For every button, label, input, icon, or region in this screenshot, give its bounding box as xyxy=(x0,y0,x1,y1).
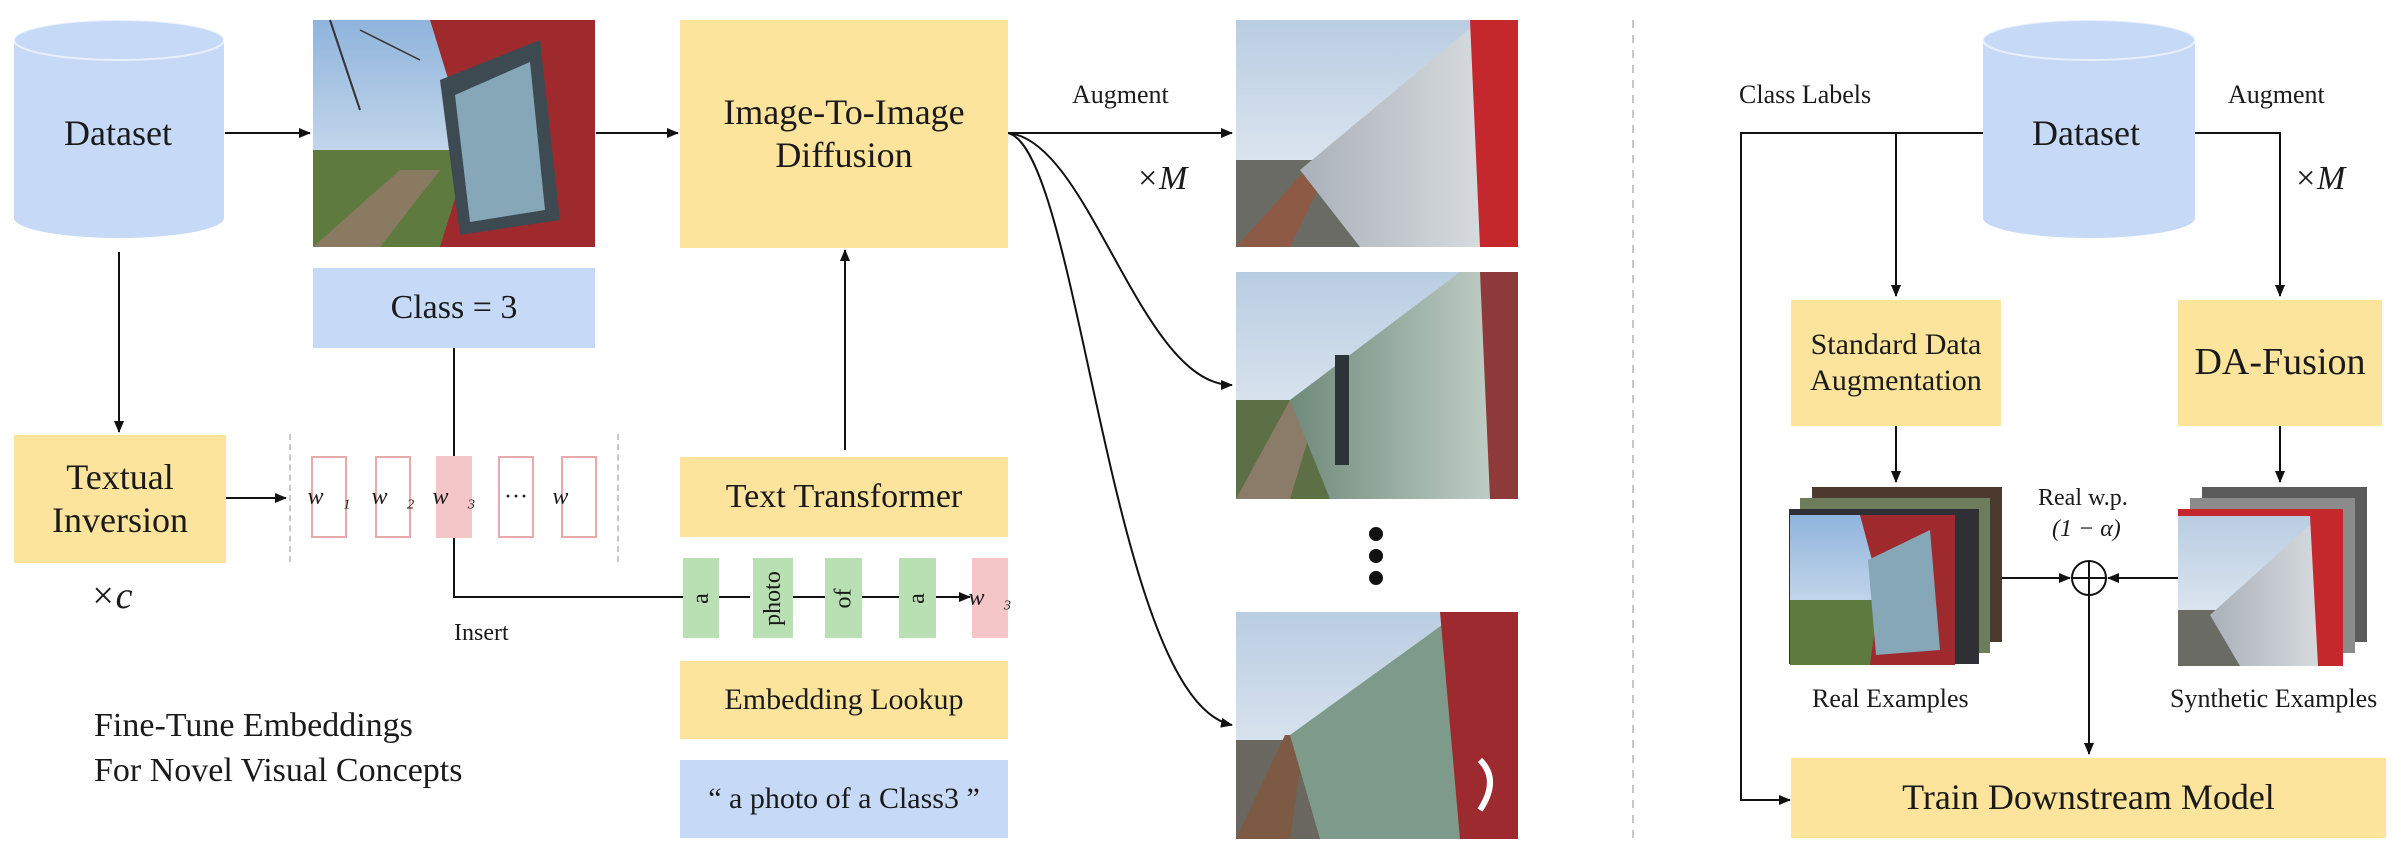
augment-label-right: Augment xyxy=(2228,80,2325,109)
times-m-label-left: ×M xyxy=(1136,160,1188,197)
augmented-photo-3 xyxy=(1236,612,1518,839)
da-fusion-box: DA-Fusion xyxy=(2178,300,2382,426)
token-placeholder: w⃗₃ xyxy=(968,558,1012,638)
image-to-image-diffusion-box: Image-To-Image Diffusion xyxy=(680,20,1008,248)
textual-inversion-box: Textual Inversion xyxy=(14,435,226,563)
dataset-cylinder-left xyxy=(13,19,225,238)
fine-tune-line-1: Fine-Tune Embeddings xyxy=(94,707,413,744)
dataset-cylinder-right xyxy=(1982,19,2196,238)
synthetic-examples-label: Synthetic Examples xyxy=(2170,684,2378,713)
standard-augmentation-box: Standard Data Augmentation xyxy=(1791,300,2001,426)
embedding-slot-c: w⃗꜀ xyxy=(552,456,606,538)
real-wp-label: Real w.p. xyxy=(2038,485,2128,511)
synthetic-examples-stack xyxy=(2178,487,2367,666)
times-m-label-right: ×M xyxy=(2294,160,2346,197)
token-a-2: a xyxy=(899,558,936,638)
insert-label: Insert xyxy=(454,620,509,646)
embedding-slot-3-target: w⃗₃ xyxy=(432,456,476,538)
dataset-label-left: Dataset xyxy=(64,113,172,153)
embedding-table-frame xyxy=(289,434,619,562)
source-train-photo xyxy=(313,19,595,247)
embedding-slot-2: w⃗₂ xyxy=(371,456,415,538)
augmented-photo-2 xyxy=(1236,272,1518,499)
embedding-lookup-box: Embedding Lookup xyxy=(680,661,1008,739)
token-a-1: a xyxy=(683,558,719,638)
times-c-label: ×c xyxy=(90,575,133,617)
augment-label-left: Augment xyxy=(1072,80,1169,109)
class-label-box: Class = 3 xyxy=(313,268,595,348)
real-examples-stack xyxy=(1789,487,2002,665)
class-labels-label: Class Labels xyxy=(1739,80,1872,109)
text-transformer-box: Text Transformer xyxy=(680,457,1008,537)
train-downstream-model-box: Train Downstream Model xyxy=(1791,758,2386,838)
real-examples-label: Real Examples xyxy=(1812,684,1969,713)
embedding-slot-ellipsis: ··· xyxy=(498,456,534,538)
embedding-slot-1: w⃗₁ xyxy=(307,456,351,538)
alpha-label: (1 − α) xyxy=(2052,516,2121,542)
dataset-label-right: Dataset xyxy=(2032,113,2140,153)
augmented-photo-1 xyxy=(1236,20,1518,247)
token-photo: photo xyxy=(753,558,793,638)
prompt-box: “ a photo of a Class3 ” xyxy=(680,760,1008,838)
token-of: of xyxy=(825,558,862,638)
fine-tune-line-2: For Novel Visual Concepts xyxy=(94,752,463,789)
